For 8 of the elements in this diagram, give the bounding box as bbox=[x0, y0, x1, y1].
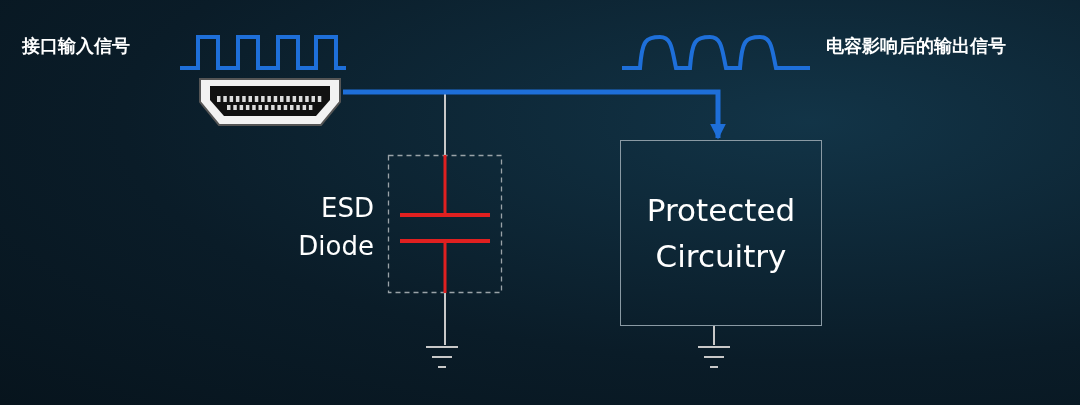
arrow bbox=[343, 89, 726, 140]
box-label: Protected Circuitry bbox=[645, 190, 797, 276]
wire bbox=[444, 292, 446, 346]
signal-label: 电容影响后的输出信号 bbox=[826, 34, 1006, 58]
circuit-box bbox=[620, 140, 822, 326]
component-label: ESD Diode bbox=[297, 192, 374, 263]
wire bbox=[713, 325, 715, 346]
signal-label: 接口输入信号 bbox=[22, 34, 130, 58]
